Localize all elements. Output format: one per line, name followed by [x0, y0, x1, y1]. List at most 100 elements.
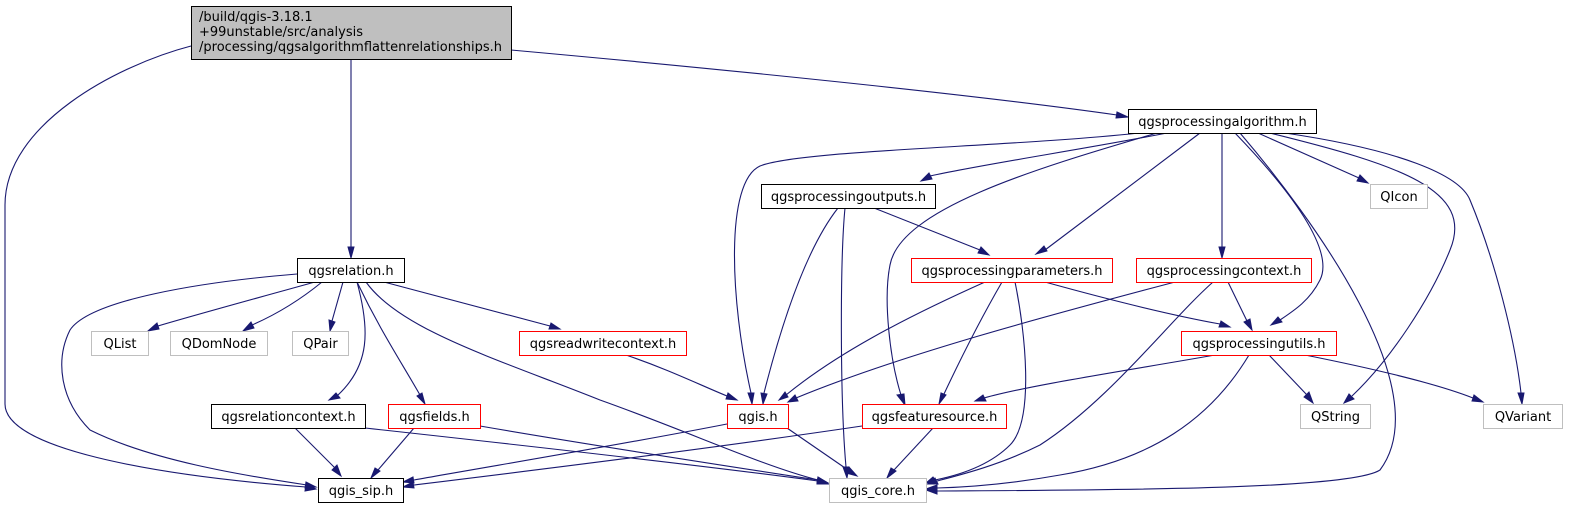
node-qdomnode[interactable]: QDomNode	[170, 331, 268, 356]
edge-qgsprocessingutils-to-qgsfeaturesource	[973, 354, 1216, 402]
edge-line	[936, 354, 1250, 489]
edge-qgsprocessingutils-to-qgis_core	[924, 354, 1250, 492]
edge-line	[936, 281, 1214, 482]
edge-arrowhead	[1034, 245, 1048, 255]
edge-qgsprocessingparameters-to-qgsprocessingutils	[1044, 281, 1232, 328]
node-qgsprocessingutils[interactable]: qgsprocessingutils.h	[1181, 331, 1337, 356]
edge-line	[1227, 281, 1248, 322]
edge-arrowhead	[1218, 246, 1226, 260]
edge-line	[873, 207, 981, 251]
edge-qgsprocessingoutputs-to-qgis	[760, 207, 839, 406]
edge-line	[1269, 132, 1456, 397]
edge-qgsfeaturesource-to-qgis_core	[885, 427, 934, 480]
edge-line	[251, 281, 323, 326]
edge-line	[413, 423, 728, 481]
edge-qgsrelation-to-qgsfields	[356, 281, 426, 406]
edge-line	[1044, 281, 1221, 325]
node-qgsfeaturesource[interactable]: qgsfeaturesource.h	[862, 404, 1007, 429]
edge-arrowhead	[331, 464, 342, 478]
node-label: qgsrelation.h	[308, 264, 393, 279]
edge-line	[625, 354, 728, 397]
edge-qgsrelationcontext-to-qgis_core	[364, 427, 830, 485]
node-qgis[interactable]: qgis.h	[727, 404, 789, 429]
edge-arrowhead	[1115, 111, 1130, 119]
node-label: QString	[1311, 410, 1360, 425]
edge-arrowhead	[926, 477, 939, 485]
node-qstring[interactable]: QString	[1300, 404, 1371, 429]
edge-arrowhead	[1218, 320, 1232, 328]
node-qgsprocessingoutputs[interactable]: qgsprocessingoutputs.h	[761, 184, 936, 209]
node-label: qgis.h	[738, 410, 777, 425]
edge-line	[61, 273, 308, 486]
edge-qgsprocessingalgorithm-to-qgsprocessingparameters	[1034, 132, 1201, 255]
edge-qgsprocessingcontext-to-qgsprocessingutils	[1227, 281, 1253, 332]
node-qgsrelation[interactable]: qgsrelation.h	[297, 258, 405, 283]
node-label: +99unstable/src/analysis	[199, 25, 363, 40]
edge-line	[763, 207, 839, 394]
node-qicon[interactable]: QIcon	[1370, 184, 1428, 209]
edge-line	[1284, 132, 1522, 394]
edge-line	[4, 45, 307, 488]
node-qlist[interactable]: QList	[91, 331, 149, 356]
edge-qgsprocessingalgorithm-to-qgsprocessingcontext	[1218, 133, 1226, 260]
node-box	[292, 331, 349, 356]
edge-root-to-qgsprocessingalgorithm	[510, 49, 1130, 119]
edge-arrowhead	[816, 476, 830, 484]
edge-qgsreadwritecontext-to-qgis	[625, 354, 739, 401]
node-box	[862, 404, 1007, 429]
node-label: /processing/qgsalgorithmflattenrelations…	[199, 40, 502, 55]
edge-line	[1257, 132, 1360, 179]
node-qpair[interactable]: QPair	[292, 331, 349, 356]
node-label: QList	[104, 337, 137, 352]
node-box	[1136, 258, 1312, 283]
edge-arrowhead	[328, 319, 336, 333]
edge-qgsprocessingcontext-to-qgis	[786, 281, 1176, 403]
edge-qgsfields-to-qgis_sip	[369, 427, 415, 480]
node-box	[761, 184, 936, 209]
node-qgis_core[interactable]: qgis_core.h	[829, 478, 927, 503]
edge-qgsprocessingalgorithm-to-qgsprocessingutils	[1234, 132, 1324, 326]
edge-qgsrelation-to-qgis_core	[365, 281, 830, 484]
edge-line	[733, 132, 1140, 394]
edge-qgsrelation-to-qpair	[328, 281, 344, 333]
edge-arrowhead	[725, 392, 739, 401]
edge-arrowhead	[401, 476, 415, 484]
node-root: /build/qgis-3.18.1+99unstable/src/analys…	[191, 6, 512, 60]
edge-arrowhead	[924, 484, 938, 492]
node-box	[519, 331, 687, 356]
node-box	[1370, 184, 1428, 209]
node-box	[1128, 109, 1317, 134]
node-qgsprocessingparameters[interactable]: qgsprocessingparameters.h	[911, 258, 1113, 283]
edge-qgsrelation-to-qgsrelationcontext	[327, 281, 366, 401]
edge-arrowhead	[1356, 174, 1370, 184]
edge-qgsrelationcontext-to-qgis_sip	[294, 427, 342, 478]
edge-qgsrelation-to-qgsreadwritecontext	[383, 281, 562, 330]
edge-arrowhead	[786, 394, 799, 403]
node-qgis_sip[interactable]: qgis_sip.h	[318, 478, 404, 503]
edge-line	[383, 281, 551, 327]
edge-qgsprocessingoutputs-to-qgis_core	[840, 207, 850, 480]
edge-line	[294, 427, 336, 469]
node-label: QDomNode	[182, 337, 257, 352]
edge-line	[364, 427, 819, 482]
edge-qgsfeaturesource-to-qgis_sip	[401, 425, 863, 489]
edge-line	[934, 281, 1027, 481]
node-qvariant[interactable]: QVariant	[1483, 404, 1563, 429]
edge-qgsprocessingalgorithm-to-qgis	[733, 132, 1140, 406]
edge-arrowhead	[977, 246, 991, 256]
node-qgsprocessingalgorithm[interactable]: qgsprocessingalgorithm.h	[1128, 109, 1317, 134]
edge-qgsprocessingutils-to-qvariant	[1304, 354, 1485, 403]
node-qgsrelationcontext[interactable]: qgsrelationcontext.h	[211, 404, 366, 429]
edge-arrowhead	[416, 392, 426, 406]
edge-qgsprocessingcontext-to-qgis_core	[926, 281, 1214, 485]
node-qgsreadwritecontext[interactable]: qgsreadwritecontext.h	[519, 331, 687, 356]
node-qgsfields[interactable]: qgsfields.h	[388, 404, 481, 429]
edge-line	[936, 132, 1396, 492]
node-box	[297, 258, 405, 283]
edge-qgsprocessingoutputs-to-qgsprocessingparameters	[873, 207, 991, 256]
node-qgsprocessingcontext[interactable]: qgsprocessingcontext.h	[1136, 258, 1312, 283]
edge-arrowhead	[1303, 391, 1314, 405]
edge-arrowhead	[973, 394, 987, 402]
edge-line	[785, 281, 986, 396]
